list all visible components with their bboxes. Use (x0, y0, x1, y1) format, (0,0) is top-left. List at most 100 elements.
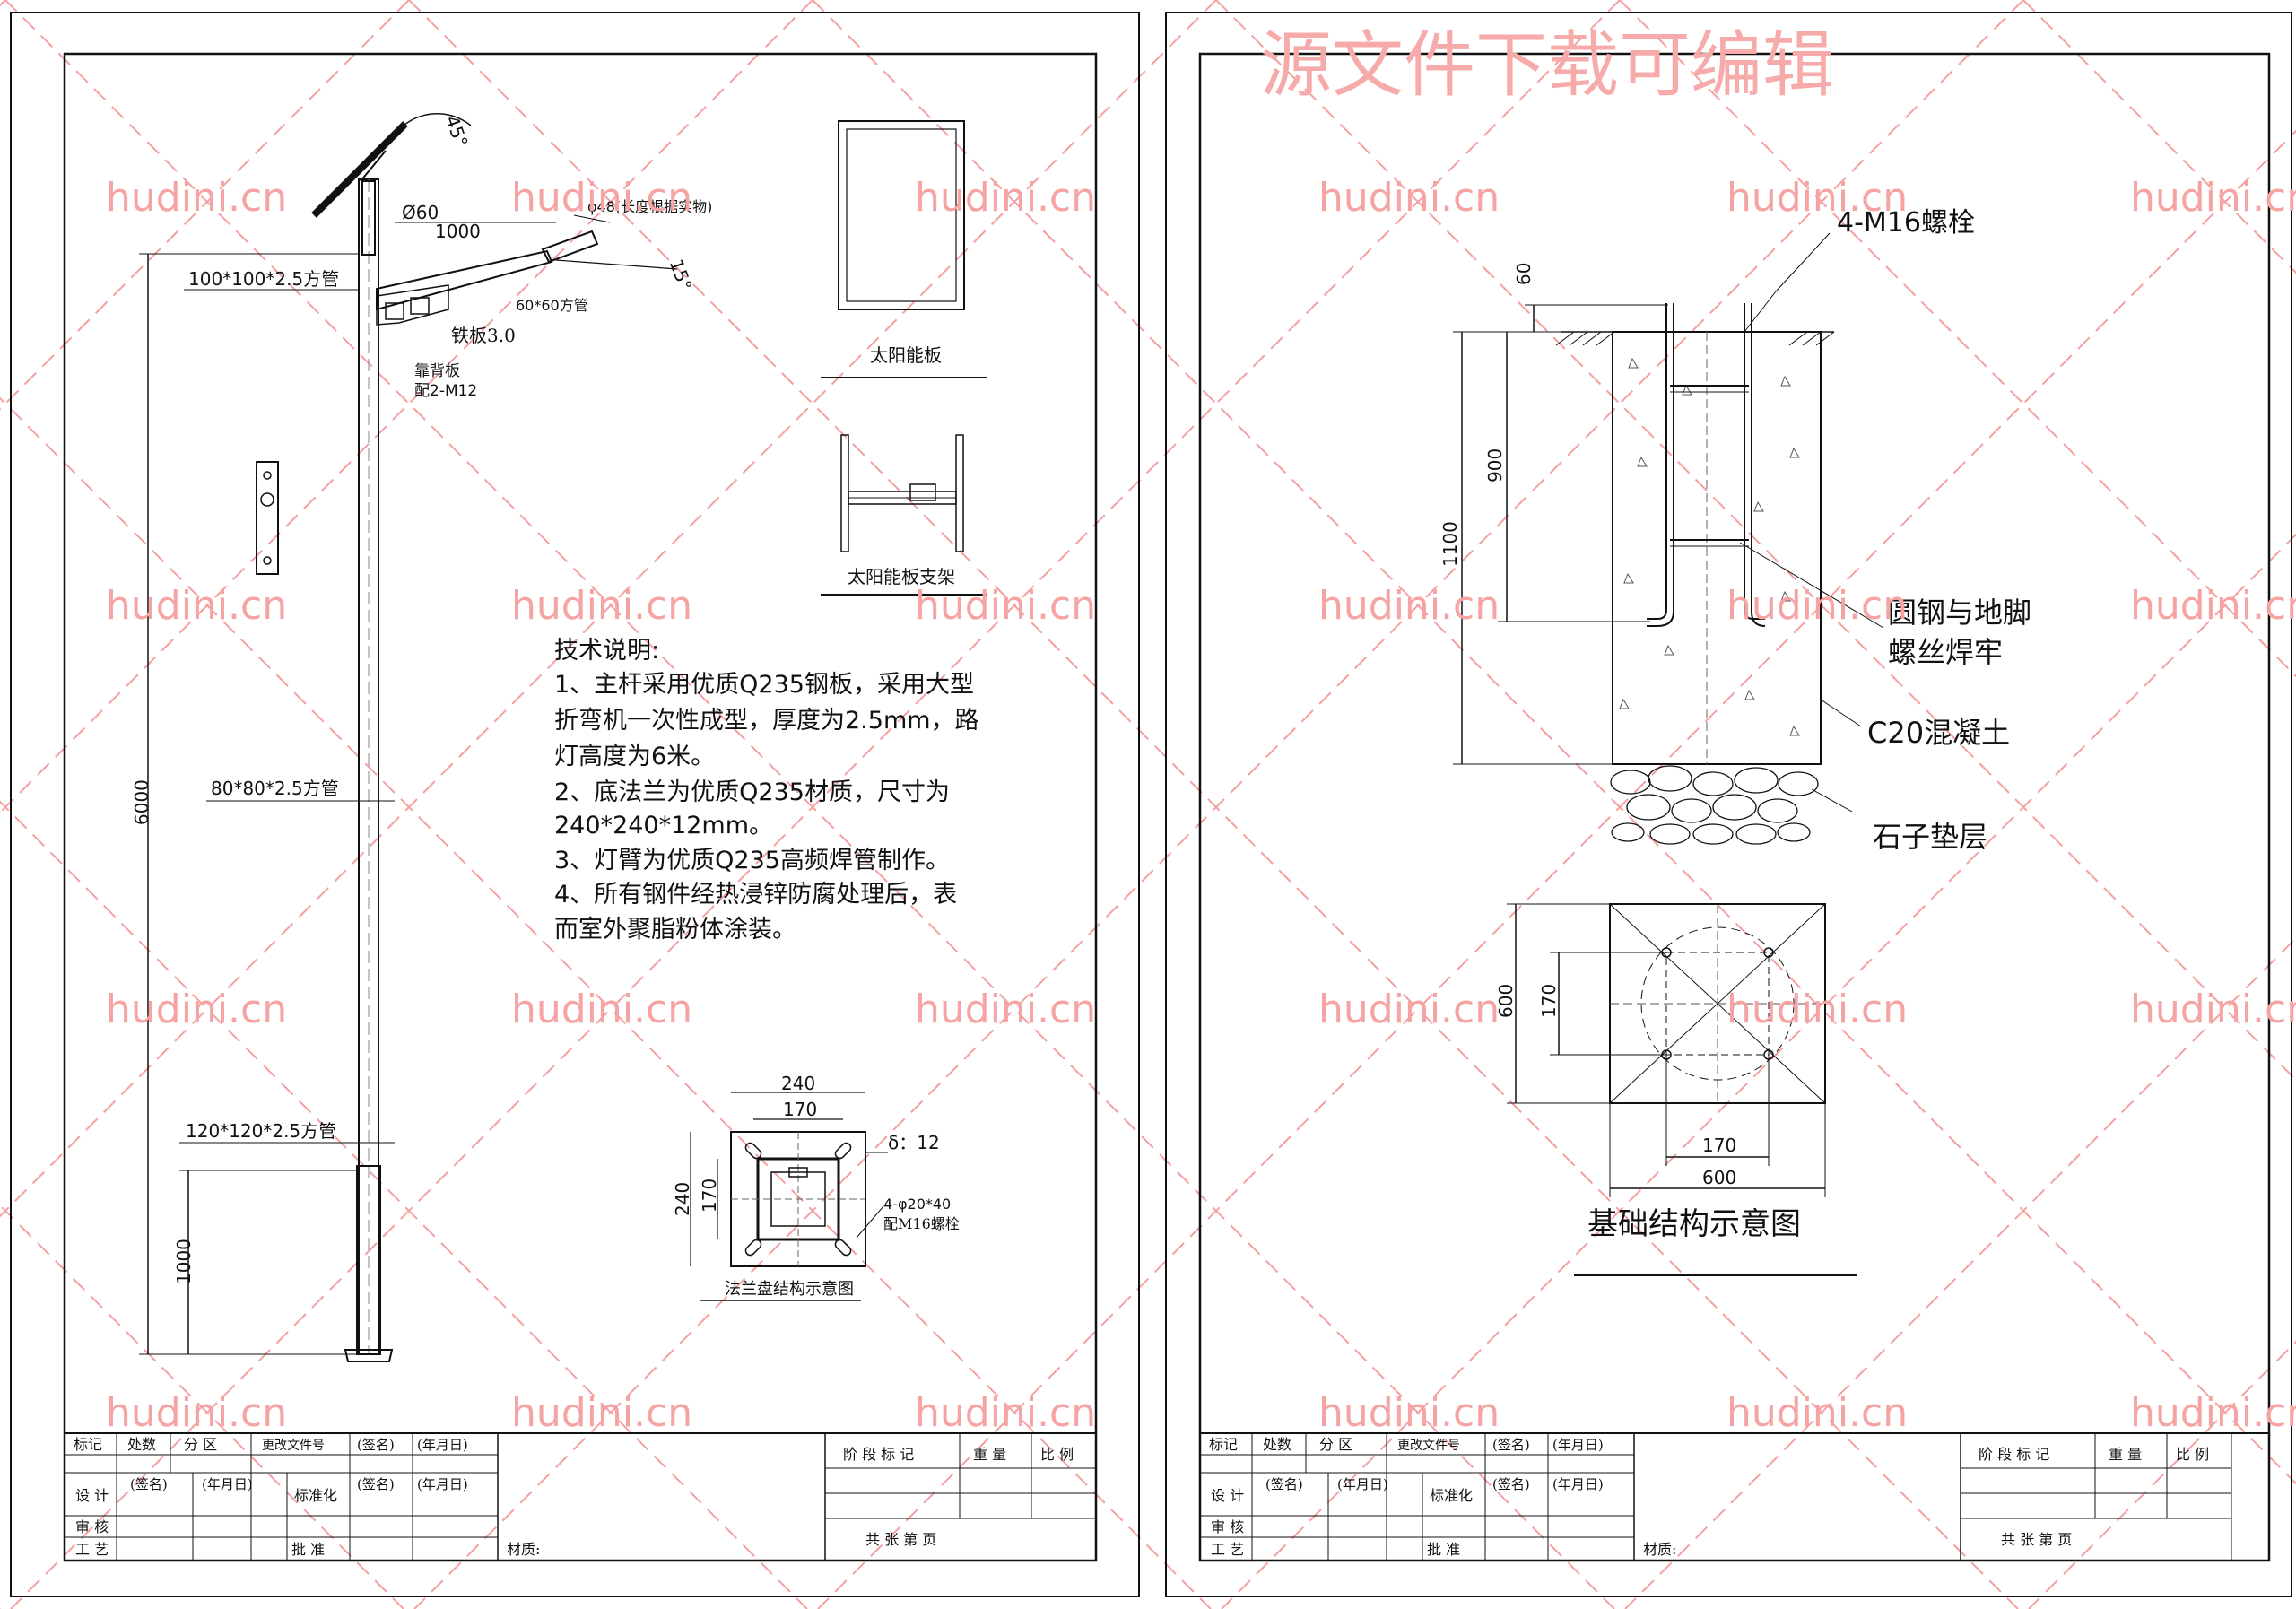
watermark-text: hudini.cn (1726, 1390, 1908, 1436)
gravel-bed (1610, 765, 1819, 845)
flange-thickness: δ：12 (888, 1132, 940, 1153)
tb-change-doc: 更改文件号 (262, 1439, 325, 1453)
watermark-text: hudini.cn (915, 175, 1096, 221)
label-iron-plate: 铁板3.0 (451, 325, 516, 346)
tb-approve: 批 准 (291, 1541, 325, 1558)
watermark-text: hudini.cn (1318, 987, 1500, 1032)
notes-line: 3、灯臂为优质Q235高频焊管制作。 (554, 847, 950, 874)
watermark-text: hudini.cn (511, 175, 692, 221)
title-block-right (1199, 1432, 2270, 1561)
tb-r-sign-3: (签名) (1492, 1476, 1530, 1492)
tb-stage: 阶 段 标 记 (843, 1446, 914, 1463)
tb-r-standard: 标准化 (1430, 1487, 1473, 1504)
ground-surface (1555, 331, 1835, 346)
watermark-diagonal (0, 396, 1212, 1609)
watermark-diagonal (2028, 1340, 2296, 1609)
watermark-diagonal (0, 1204, 404, 1609)
watermark-text: hudini.cn (915, 1390, 1096, 1436)
tb-standard: 标准化 (294, 1487, 337, 1504)
panel-caption: 太阳能板 (870, 344, 942, 366)
watermark-diagonal (0, 0, 410, 411)
flange-holes: 4-φ20*40 (883, 1196, 951, 1213)
watermark-text: hudini.cn (1726, 583, 1908, 629)
callout-weld-2: 螺丝焊牢 (1888, 635, 2003, 669)
tb-weight: 重 量 (973, 1446, 1006, 1463)
notes-line: 折弯机一次性成型，厚度为2.5mm，路 (554, 707, 979, 735)
bracket-caption: 太阳能板支架 (848, 566, 955, 587)
tb-r-date-1: (年月日) (1552, 1437, 1604, 1453)
dim-pole-height: 6000 (131, 779, 152, 825)
tb-process: 工 艺 (75, 1541, 109, 1558)
watermark-text: hudini.cn (106, 987, 287, 1032)
street-light-pole (139, 113, 678, 1362)
flange-bolts: 配M16螺栓 (883, 1215, 960, 1232)
right-sheet: 4-M16螺栓 60 900 1100 圆钢与地脚 螺丝焊牢 C20混凝土 石子… (1165, 12, 2292, 1597)
technical-notes: 技术说明: 1、主杆采用优质Q235钢板，采用大型 折弯机一次性成型，厚度为2.… (554, 637, 979, 944)
flange-outer-dim: 240 (781, 1073, 815, 1094)
watermark-text: hudini.cn (2130, 1390, 2296, 1436)
callout-concrete: C20混凝土 (1867, 716, 2010, 750)
anchor-bolts (1647, 232, 1831, 627)
watermark-text: hudini.cn (511, 583, 692, 629)
tb-count: 处数 (127, 1436, 156, 1453)
label-tube-top: 100*100*2.5方管 (188, 268, 339, 290)
watermark-diagonal (4, 0, 1615, 1609)
watermark-diagonal (817, 129, 2296, 1609)
notes-line: 1、主杆采用优质Q235钢板，采用大型 (554, 671, 974, 699)
watermark-text: hudini.cn (2130, 987, 2296, 1032)
watermark-diagonal (1221, 533, 2296, 1609)
tb-r-process: 工 艺 (1211, 1541, 1244, 1558)
dim-plan-inner-h: 170 (1702, 1135, 1736, 1156)
foundation-caption: 基础结构示意图 (1587, 1206, 1801, 1242)
dim-angle-panel: 45° (441, 113, 473, 151)
notes-line: 4、所有钢件经热浸锌防腐处理后，表 (554, 881, 957, 909)
watermark-diagonal (0, 0, 813, 814)
dim-total: 1100 (1439, 521, 1461, 567)
notes-line: 灯高度为6米。 (554, 743, 715, 770)
notes-heading: 技术说明: (554, 637, 659, 665)
callout-gravel: 石子垫层 (1873, 820, 1987, 854)
notes-line: 2、底法兰为优质Q235材质，尺寸为 (554, 778, 950, 806)
tb-mark: 标记 (74, 1436, 102, 1453)
panel-bracket (840, 434, 964, 552)
title-block-left (64, 1432, 1097, 1561)
tb-r-weight: 重 量 (2109, 1446, 2142, 1463)
tb-r-approve: 批 准 (1427, 1541, 1460, 1558)
watermark-title: 源文件下载可编辑 (1260, 23, 1834, 107)
flange-drawing (690, 1092, 888, 1301)
tb-r-count: 处数 (1263, 1436, 1292, 1453)
watermark-diagonal (1619, 0, 2296, 678)
dim-base-height: 1000 (173, 1239, 195, 1284)
watermark-diagonal (2022, 0, 2296, 274)
watermark-diagonal (812, 0, 2296, 1485)
tb-scale: 比 例 (1040, 1446, 1074, 1463)
bolts-label: 4-M16螺栓 (1837, 207, 1975, 239)
watermark-text: hudini.cn (511, 1390, 692, 1436)
watermark-text: hudini.cn (1726, 175, 1908, 221)
watermark-text: hudini.cn (106, 583, 287, 629)
label-tube-bottom: 120*120*2.5方管 (186, 1120, 336, 1142)
tb-r-change-doc: 更改文件号 (1397, 1439, 1460, 1453)
tb-zone: 分 区 (184, 1436, 217, 1453)
tb-r-zone: 分 区 (1319, 1436, 1352, 1453)
label-back-plate-bolts: 配2-M12 (414, 382, 477, 400)
watermark-text: hudini.cn (1318, 175, 1500, 221)
watermark-text: hudini.cn (1318, 583, 1500, 629)
tb-material: 材质: (507, 1541, 540, 1558)
watermark-text: hudini.cn (2130, 175, 2296, 221)
watermark-diagonal (0, 800, 808, 1609)
tb-sign-3: (签名) (357, 1476, 395, 1492)
tb-r-design: 设 计 (1211, 1487, 1244, 1504)
tb-sign-1: (签名) (357, 1437, 395, 1453)
watermark-diagonal (1215, 0, 2296, 1082)
tb-design: 设 计 (75, 1487, 109, 1504)
tb-sign-2: (签名) (130, 1476, 168, 1492)
tb-r-review: 审 核 (1211, 1518, 1244, 1535)
flange-inner-v-dim: 170 (699, 1178, 720, 1213)
watermark-text: hudini.cn (1318, 1390, 1500, 1436)
watermark-text: hudini.cn (511, 987, 692, 1032)
flange-inner-dim: 170 (783, 1099, 817, 1120)
dim-pipe-diameter: Ø60 (402, 202, 439, 223)
watermark-text: hudini.cn (106, 175, 287, 221)
